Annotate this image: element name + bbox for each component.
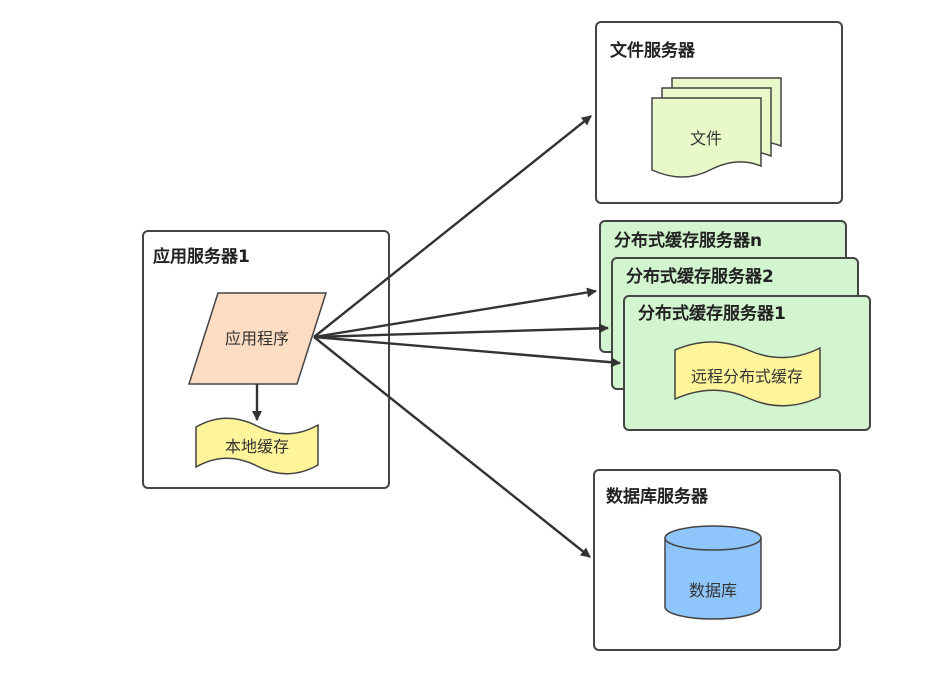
database-icon bbox=[664, 525, 762, 620]
file-stack-icon bbox=[651, 77, 782, 178]
file-server-title: 文件服务器 bbox=[610, 40, 696, 61]
cache-server-2-title: 分布式缓存服务器2 bbox=[626, 266, 774, 287]
app-to-cache-server-n-arrow bbox=[313, 287, 597, 339]
app-server-box: 应用服务器1 应用程序 本地缓存 bbox=[142, 230, 390, 489]
db-server-box: 数据库服务器 数据库 bbox=[593, 469, 841, 651]
local-cache-label: 本地缓存 bbox=[225, 437, 289, 456]
app-to-file-server-arrow bbox=[313, 115, 592, 338]
app-to-db-server-arrow bbox=[313, 336, 591, 558]
cache-server-stack: 分布式缓存服务器n 分布式缓存服务器2 分布式缓存服务器1 远程分布式缓存 bbox=[599, 220, 871, 431]
app-server-title: 应用服务器1 bbox=[153, 246, 250, 267]
db-server-title: 数据库服务器 bbox=[606, 486, 709, 507]
local-cache-shape bbox=[195, 417, 319, 475]
app-to-cache-server-1-arrow bbox=[313, 335, 621, 368]
app-to-cache-server-2-arrow bbox=[313, 323, 609, 339]
file-label: 文件 bbox=[690, 129, 722, 148]
remote-cache-shape bbox=[674, 341, 821, 407]
app-program-label: 应用程序 bbox=[225, 329, 289, 348]
database-label: 数据库 bbox=[689, 581, 737, 600]
remote-cache-label: 远程分布式缓存 bbox=[691, 367, 803, 386]
cache-server-1-title: 分布式缓存服务器1 bbox=[638, 303, 786, 324]
cache-server-n-title: 分布式缓存服务器n bbox=[614, 230, 762, 251]
file-server-box: 文件服务器 文件 bbox=[595, 21, 843, 204]
app-program-shape bbox=[187, 292, 328, 385]
